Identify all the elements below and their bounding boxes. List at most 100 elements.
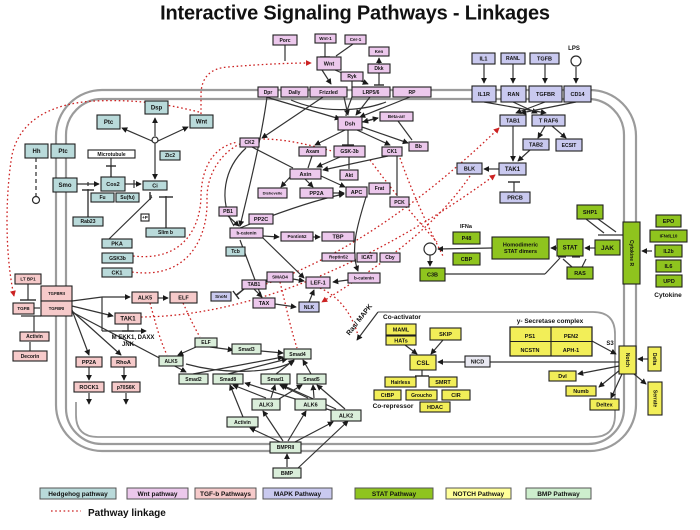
svg-text:Serrate: Serrate: [652, 390, 658, 407]
svg-text:HDAC: HDAC: [427, 405, 443, 411]
svg-text:LRP5/6: LRP5/6: [363, 90, 380, 96]
svg-text:ALK6: ALK6: [303, 402, 317, 408]
svg-text:Cos2: Cos2: [106, 182, 119, 188]
svg-text:PP2C: PP2C: [254, 217, 268, 223]
svg-text:Groucho: Groucho: [411, 393, 432, 399]
svg-text:CK2: CK2: [244, 140, 254, 146]
svg-text:CBP: CBP: [461, 257, 473, 263]
svg-text:Dpr: Dpr: [264, 90, 273, 96]
svg-text:Dsh: Dsh: [345, 121, 356, 127]
svg-text:Notch: Notch: [624, 353, 630, 367]
svg-text:BLK: BLK: [464, 166, 475, 172]
svg-text:C3B: C3B: [427, 272, 438, 278]
svg-text:TAB2: TAB2: [529, 142, 543, 148]
svg-text:Cby: Cby: [385, 255, 395, 261]
svg-text:b-catenin: b-catenin: [354, 276, 374, 281]
svg-text:RAN: RAN: [508, 92, 520, 98]
svg-text:JAK: JAK: [601, 245, 614, 252]
svg-text:Hh: Hh: [33, 149, 41, 155]
svg-text:P48: P48: [462, 236, 472, 242]
svg-text:Su(fu): Su(fu): [120, 195, 135, 201]
svg-text:IL1R: IL1R: [478, 92, 490, 98]
svg-text:RAS: RAS: [574, 271, 586, 277]
svg-text:ROCK1: ROCK1: [79, 385, 98, 391]
svg-text:JNK: JNK: [122, 342, 135, 348]
svg-text:RANL: RANL: [506, 56, 520, 62]
svg-text:Frat: Frat: [375, 186, 385, 192]
svg-text:Hedgehog pathway: Hedgehog pathway: [48, 491, 108, 498]
svg-text:TGFBRII: TGFBRII: [48, 291, 65, 296]
svg-text:ALK5: ALK5: [138, 295, 152, 301]
svg-text:PP2A: PP2A: [309, 191, 323, 197]
svg-text:TBP: TBP: [333, 234, 344, 240]
svg-text:ALK5: ALK5: [164, 359, 177, 365]
svg-text:Interactive Signaling Pathways: Interactive Signaling Pathways - Linkage…: [160, 3, 550, 25]
svg-text:BMP Pathway: BMP Pathway: [537, 491, 580, 498]
svg-text:SnoN: SnoN: [215, 294, 227, 299]
svg-text:TAK1: TAK1: [505, 167, 521, 173]
svg-text:b-catenin: b-catenin: [236, 231, 256, 236]
svg-text:TGFBRI: TGFBRI: [49, 306, 65, 311]
svg-text:PEN2: PEN2: [564, 334, 578, 340]
svg-text:CIR: CIR: [451, 393, 461, 399]
svg-text:Bb: Bb: [415, 144, 422, 150]
svg-text:LT BP1: LT BP1: [20, 277, 36, 282]
svg-text:Hairless: Hairless: [391, 380, 411, 386]
svg-text:SHP1: SHP1: [583, 210, 597, 216]
svg-text:BMP: BMP: [281, 471, 294, 477]
svg-text:CD14: CD14: [570, 92, 585, 98]
svg-text:TAX: TAX: [259, 301, 270, 307]
svg-text:Activin: Activin: [234, 420, 251, 426]
svg-text:IL6: IL6: [665, 264, 673, 270]
svg-text:STAT dimers: STAT dimers: [504, 249, 537, 255]
svg-text:Co-repressor: Co-repressor: [373, 403, 414, 410]
svg-text:Ci: Ci: [152, 183, 158, 189]
svg-text:LPS: LPS: [568, 46, 580, 52]
svg-text:Cytokine R: Cytokine R: [628, 240, 634, 267]
svg-text:PRCB: PRCB: [507, 195, 523, 201]
svg-text:ELF: ELF: [178, 295, 189, 301]
svg-text:Axin: Axin: [300, 172, 313, 178]
svg-text:PS1: PS1: [525, 334, 535, 340]
svg-text:IFNdL10: IFNdL10: [660, 234, 678, 239]
svg-text:Frizzled: Frizzled: [319, 90, 338, 96]
svg-text:PB1: PB1: [223, 209, 233, 215]
svg-text:GSK3b: GSK3b: [109, 256, 126, 262]
svg-text:Smo: Smo: [58, 183, 71, 189]
svg-text:Numb: Numb: [573, 389, 589, 395]
svg-text:IL2b: IL2b: [663, 249, 673, 255]
svg-text:ALK2: ALK2: [339, 413, 353, 419]
svg-text:SMAD4: SMAD4: [272, 275, 288, 280]
svg-text:GSK-3b: GSK-3b: [340, 149, 358, 155]
svg-text:Smad8: Smad8: [220, 377, 237, 383]
svg-text:T RAF6: T RAF6: [539, 118, 558, 124]
svg-text:TGFB: TGFB: [537, 56, 552, 62]
svg-text:Co-activator: Co-activator: [383, 314, 421, 321]
svg-text:TAB1: TAB1: [506, 118, 520, 124]
svg-text:Deltex: Deltex: [596, 402, 613, 408]
svg-text:Ptc: Ptc: [104, 120, 114, 126]
svg-text:RhoA: RhoA: [116, 360, 131, 366]
svg-text:EPO: EPO: [663, 219, 675, 225]
svg-text:LEF-1: LEF-1: [310, 280, 325, 286]
svg-text:MAPK Pathway: MAPK Pathway: [274, 491, 322, 498]
svg-text:M EKK1, DAXX: M EKK1, DAXX: [112, 335, 155, 341]
svg-text:Dally: Dally: [289, 90, 301, 96]
svg-text:SKIP: SKIP: [439, 332, 452, 338]
svg-text:PCK: PCK: [394, 200, 405, 206]
svg-text:Fu: Fu: [99, 195, 105, 201]
svg-text:Ken: Ken: [375, 49, 384, 54]
svg-text:HATs: HATs: [394, 338, 408, 344]
svg-text:STAT: STAT: [563, 246, 578, 252]
svg-text:IFNa: IFNa: [460, 224, 473, 230]
svg-text:IL1: IL1: [480, 56, 488, 62]
svg-text:ELF: ELF: [201, 340, 210, 346]
svg-text:S3: S3: [606, 341, 614, 347]
svg-text:Akt: Akt: [345, 173, 353, 179]
svg-text:Beta-arr: Beta-arr: [388, 114, 406, 119]
svg-text:Pathway linkage: Pathway linkage: [88, 508, 166, 519]
svg-text:Rab23: Rab23: [80, 219, 95, 225]
svg-text:PP2A: PP2A: [82, 360, 96, 366]
svg-text:ALK3: ALK3: [259, 402, 273, 408]
svg-text:Ptc: Ptc: [58, 149, 68, 155]
